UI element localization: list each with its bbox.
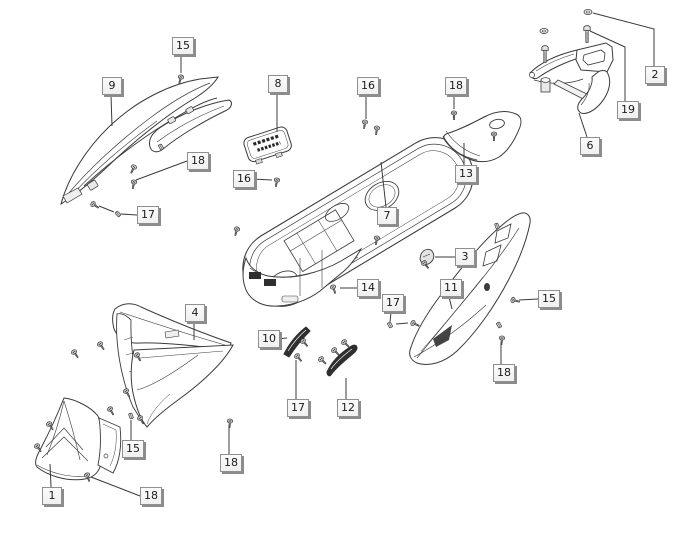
callout-18[interactable]: 18 <box>445 77 467 95</box>
callout-11[interactable]: 11 <box>440 279 462 297</box>
part-4-side-cover <box>112 303 234 428</box>
callout-6[interactable]: 6 <box>580 137 600 155</box>
callout-17[interactable]: 17 <box>382 294 404 312</box>
callout-16[interactable]: 16 <box>357 77 379 95</box>
callout-14[interactable]: 14 <box>357 279 379 297</box>
callout-19[interactable]: 19 <box>617 101 639 119</box>
callout-13[interactable]: 13 <box>455 165 477 183</box>
callout-18[interactable]: 18 <box>187 152 209 170</box>
callout-18[interactable]: 18 <box>220 454 242 472</box>
callout-15[interactable]: 15 <box>122 440 144 458</box>
part-10-trim-strip <box>283 326 311 358</box>
callout-15[interactable]: 15 <box>172 37 194 55</box>
callout-17[interactable]: 17 <box>137 206 159 224</box>
leader-lines <box>49 12 655 497</box>
callout-15[interactable]: 15 <box>538 290 560 308</box>
part-12-trim-strip <box>326 344 358 377</box>
callout-16[interactable]: 16 <box>233 170 255 188</box>
part-1-front-cover <box>35 397 122 481</box>
callout-1[interactable]: 1 <box>42 487 62 505</box>
part-8-emblem <box>243 126 292 165</box>
callout-8[interactable]: 8 <box>268 75 288 93</box>
part-6-rear-carrier <box>529 42 614 114</box>
callout-18[interactable]: 18 <box>493 364 515 382</box>
part-9-rear-trim <box>60 76 232 206</box>
callout-2[interactable]: 2 <box>645 66 665 84</box>
callout-12[interactable]: 12 <box>337 399 359 417</box>
callout-17[interactable]: 17 <box>287 399 309 417</box>
part-11-side-panel <box>409 212 531 365</box>
part-13-rear-cover <box>442 111 522 163</box>
callout-10[interactable]: 10 <box>258 330 280 348</box>
callout-4[interactable]: 4 <box>185 304 205 322</box>
callout-7[interactable]: 7 <box>377 207 397 225</box>
callout-3[interactable]: 3 <box>455 248 475 266</box>
part-7-storage-box <box>242 137 474 307</box>
callout-18[interactable]: 18 <box>140 487 162 505</box>
callout-9[interactable]: 9 <box>102 77 122 95</box>
